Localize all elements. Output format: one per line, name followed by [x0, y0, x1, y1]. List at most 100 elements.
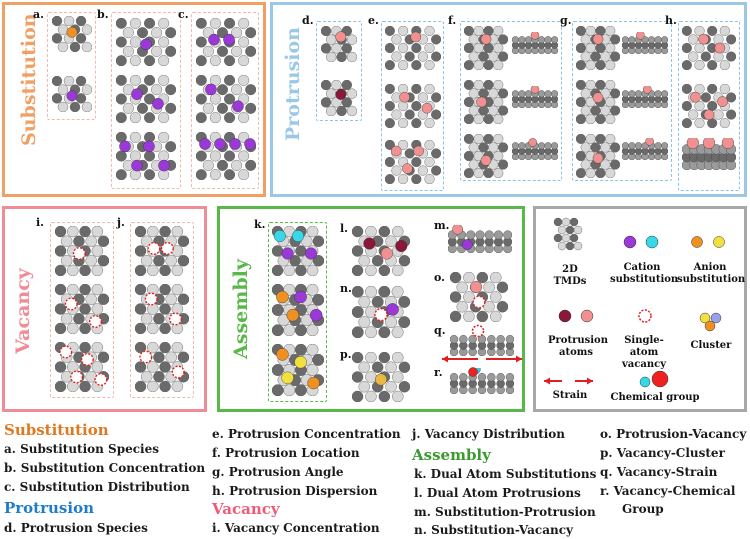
chalcogen-atom: [151, 84, 163, 96]
metal-atom: [341, 80, 352, 91]
metal-atom: [483, 168, 494, 178]
lattice-f2: [464, 80, 508, 124]
metal-atom: [159, 322, 171, 334]
chalcogen-atom: [456, 281, 468, 293]
metal-atom: [136, 27, 148, 39]
chalcogen-atom: [392, 352, 404, 364]
dopant-atom: [698, 33, 709, 45]
metal-atom: [224, 112, 236, 123]
metal-atom: [431, 148, 441, 159]
metal-atom: [144, 150, 156, 162]
metal-atom: [153, 255, 165, 267]
chalcogen-atom: [385, 361, 397, 373]
chalcogen-atom: [67, 264, 79, 276]
metal-atom: [216, 159, 228, 171]
metal-atom: [97, 351, 109, 363]
chalcogen-atom: [392, 264, 404, 276]
chalcogen-atom: [424, 26, 435, 36]
chalcogen-atom: [67, 361, 79, 373]
chalcogen-atom: [238, 18, 250, 29]
vacancy-marker: [88, 314, 103, 329]
chalcogen-atom: [580, 51, 591, 62]
slab-atom: [468, 334, 477, 344]
slab-atom: [512, 36, 519, 44]
metal-atom: [272, 324, 284, 336]
protrusion-panel: [270, 2, 747, 197]
chalcogen-atom: [585, 134, 596, 144]
metal-atom: [245, 102, 256, 114]
lattice-c2: [196, 75, 256, 123]
legend-tmd-label: 2D TMDs: [553, 264, 587, 287]
chalcogen-atom: [209, 112, 221, 123]
metal-atom: [341, 97, 352, 108]
letter-c: c.: [178, 8, 189, 21]
metal-atom: [483, 134, 494, 144]
dopant-atom: [395, 239, 408, 253]
chalcogen-atom: [129, 18, 141, 29]
chalcogen-atom: [283, 384, 296, 396]
dopant-atom: [291, 229, 305, 243]
chalcogen-atom: [358, 295, 371, 308]
metal-atom: [610, 105, 620, 116]
slab-atom: [661, 36, 668, 44]
metal-atom: [385, 84, 395, 94]
vacancy-marker: [147, 241, 161, 256]
letter-b: b.: [97, 8, 109, 21]
slab-atom: [505, 373, 514, 382]
chalcogen-atom: [605, 150, 616, 162]
metal-atom: [590, 105, 601, 116]
chalcogen-atom: [392, 390, 404, 402]
metal-atom: [79, 342, 91, 354]
metal-atom: [294, 324, 307, 336]
chalcogen-atom: [580, 159, 591, 170]
metal-atom: [352, 245, 364, 257]
metal-atom: [272, 264, 284, 276]
chalcogen-atom: [129, 55, 141, 66]
metal-atom: [595, 168, 606, 178]
metal-atom: [224, 169, 236, 180]
metal-atom: [498, 88, 508, 99]
chalcogen-atom: [365, 390, 377, 402]
metal-atom: [431, 34, 441, 45]
dopant-atom: [307, 376, 320, 390]
lattice-j1: [135, 226, 189, 276]
chalcogen-atom: [365, 352, 377, 364]
slab-atom: [518, 90, 526, 98]
chalcogen-atom: [424, 156, 435, 168]
metal-atom: [498, 159, 508, 170]
slab-atom: [484, 230, 494, 240]
dopant-atom: [232, 100, 244, 112]
vacancy-marker: [472, 295, 486, 309]
dopant-atom: [714, 42, 726, 54]
metal-atom: [55, 380, 67, 392]
caption-i: i. Vacancy Concentration: [212, 521, 380, 535]
dopant-atom: [286, 308, 300, 322]
chalcogen-atom: [605, 42, 616, 54]
chalcogen-atom: [463, 291, 475, 303]
metal-atom: [245, 159, 256, 171]
chalcogen-atom: [158, 132, 170, 143]
slab-atom: [524, 90, 533, 98]
chalcogen-atom: [365, 264, 377, 276]
chalcogen-atom: [158, 18, 170, 29]
lattice-e3: [385, 140, 441, 184]
chalcogen-atom: [326, 88, 337, 99]
metal-atom: [385, 42, 395, 54]
chalcogen-atom: [493, 134, 504, 144]
chalcogen-atom: [580, 88, 591, 99]
metal-atom: [159, 284, 171, 296]
chalcogen-atom: [85, 371, 97, 383]
adatom: [645, 138, 654, 146]
metal-atom: [352, 326, 364, 338]
metal-atom: [464, 26, 474, 36]
lattice-o: [450, 272, 508, 322]
metal-atom: [79, 226, 91, 238]
metal-atom: [595, 42, 606, 54]
metal-atom: [595, 134, 606, 144]
letter-p: p.: [340, 348, 352, 361]
chalcogen-atom: [493, 96, 504, 108]
dopant-atom: [143, 140, 155, 153]
metal-atom: [590, 51, 601, 62]
slab-g2: [622, 86, 668, 108]
metal-atom: [411, 60, 422, 70]
